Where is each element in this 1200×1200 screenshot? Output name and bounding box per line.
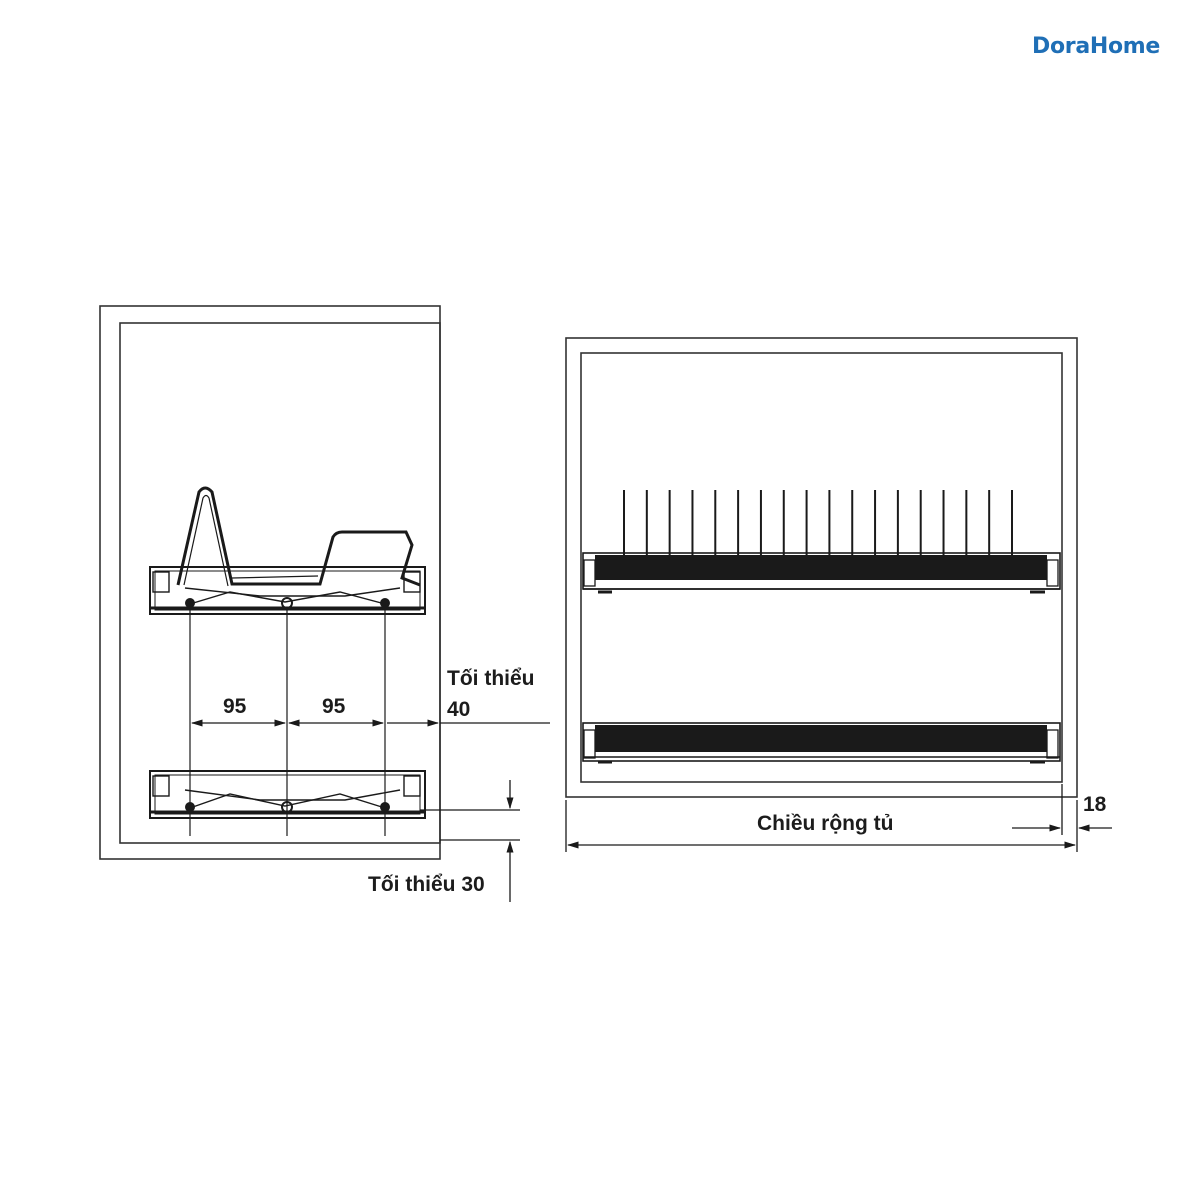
front-cabinet-outer [565, 337, 1078, 798]
dim-label-panel-thickness: 18 [1083, 793, 1107, 816]
front-dimension-lines [565, 784, 1112, 852]
lower-rack [582, 722, 1061, 764]
front-view [565, 337, 1112, 852]
lower-rack-slats [595, 725, 1047, 752]
brand-logo: DoraHome [1032, 34, 1161, 59]
dim-label-min-bottom: Tối thiểu 30 [368, 873, 485, 896]
front-cabinet-inner [580, 352, 1063, 783]
dim-label-min-side: Tối thiểu [447, 667, 535, 690]
extension-lines [189, 610, 520, 841]
upper-basket [149, 486, 426, 615]
dim-label-95-left: 95 [223, 695, 247, 718]
upper-rack [582, 490, 1061, 594]
dim-label-min-side-value: 40 [447, 698, 471, 721]
side-cabinet-inner [119, 322, 441, 844]
dimension-lines [190, 719, 550, 902]
dim-label-95-right: 95 [322, 695, 346, 718]
upper-rack-slats [595, 555, 1047, 580]
side-view [99, 305, 550, 902]
dim-label-cabinet-width: Chiều rộng tủ [757, 812, 894, 835]
